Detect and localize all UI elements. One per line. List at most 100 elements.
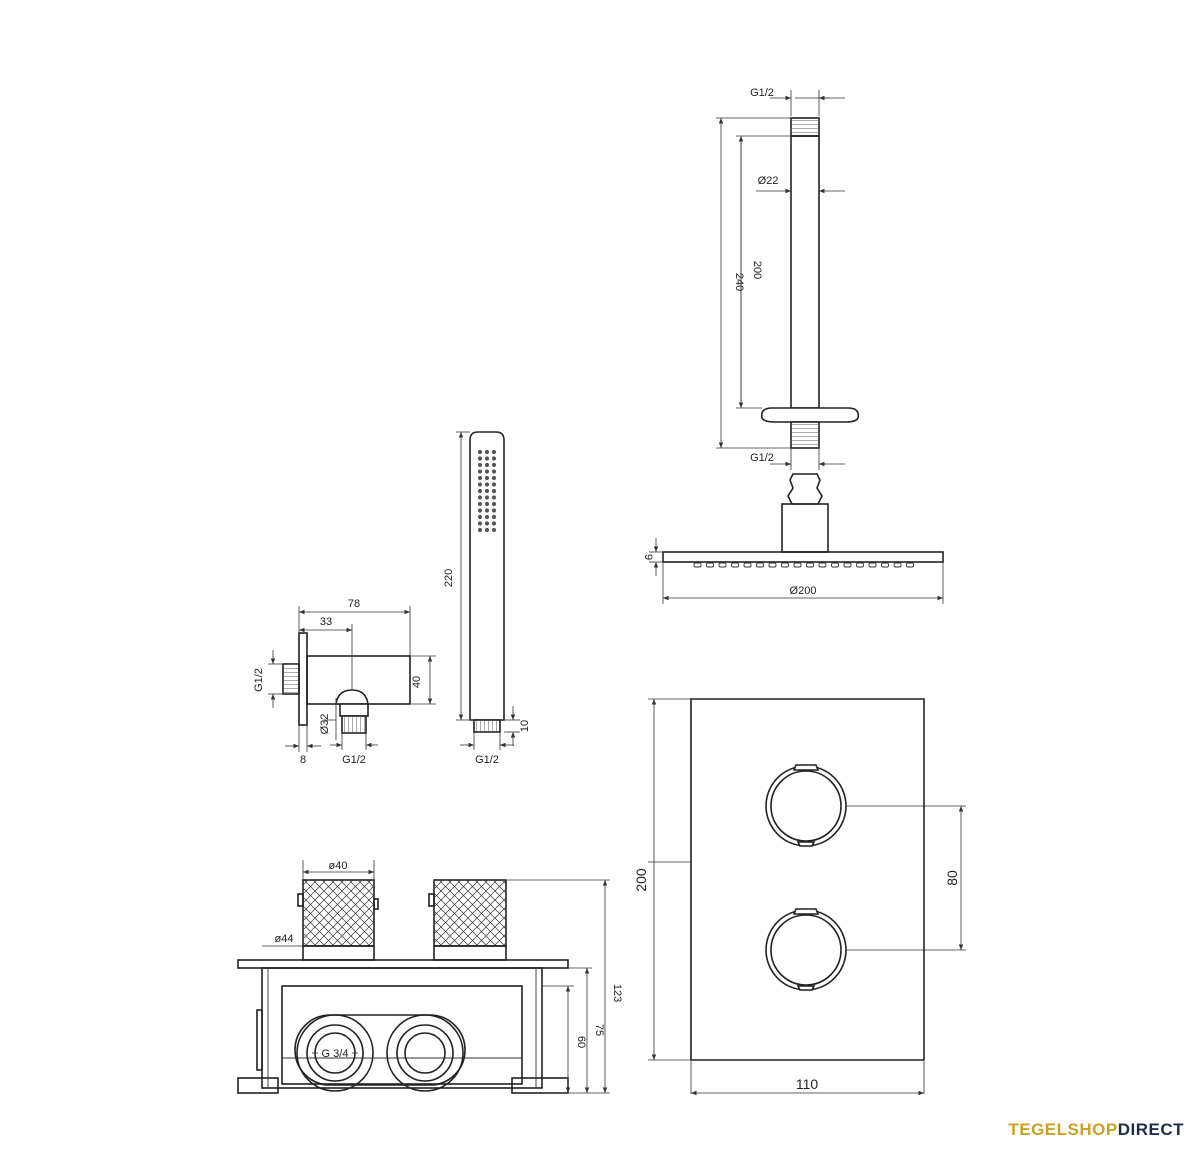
head-nozzle — [818, 562, 827, 568]
arm-thread-bottom-label: G1/2 — [750, 452, 774, 464]
hand-nozzle — [484, 488, 490, 494]
hand-nozzle — [491, 495, 497, 500]
foot-right — [511, 1077, 569, 1094]
hand-nozzle — [477, 508, 483, 513]
head-nozzle — [743, 562, 752, 568]
elbow-outlet-ring — [339, 703, 369, 717]
head-dia-label: Ø200 — [790, 585, 817, 597]
knob-spacing-label: 80 — [944, 870, 960, 886]
hand-len-label: 220 — [443, 569, 455, 587]
hand-nozzle — [484, 462, 490, 468]
head-height-label: 9 — [642, 554, 654, 560]
arm-dia-label: Ø22 — [758, 175, 779, 187]
body-dimensions: ø40 ø44 123 75 60 — [262, 860, 623, 1094]
hand-nozzle — [477, 456, 483, 461]
rosette-left — [302, 945, 375, 961]
hand-nozzle — [484, 508, 490, 513]
hand-nozzle — [491, 521, 497, 526]
head-nozzle — [756, 562, 764, 568]
head-nozzle — [718, 562, 727, 568]
plate-lower — [690, 698, 925, 1061]
hand-nozzle — [477, 495, 483, 500]
hand-nozzle — [477, 501, 483, 507]
knob-left-pin-right — [373, 898, 379, 910]
knob-upper-inner — [770, 770, 842, 842]
head-neck — [781, 503, 829, 553]
knob-upper-outer — [765, 765, 847, 847]
rosette-dia-label: ø44 — [275, 933, 294, 945]
hand-dimensions: 220 10 G1/2 — [443, 431, 531, 766]
box-depth-75-label: 75 — [593, 1024, 605, 1036]
hand-nozzle — [491, 449, 497, 455]
thermostat-plate — [765, 764, 847, 991]
hand-nozzle — [491, 475, 497, 481]
arm-len-200-label: 200 — [751, 261, 763, 279]
hand-nozzle — [477, 488, 483, 494]
hand-nozzle — [484, 482, 490, 487]
hand-nozzle — [484, 514, 490, 520]
hand-nozzle — [491, 527, 497, 533]
hand-nozzle — [491, 514, 497, 520]
ball-joint — [787, 473, 823, 505]
elbow-offset-label: 33 — [320, 616, 332, 628]
elbow-dimensions: 78 33 G1/2 40 Ø32 8 G1/2 — [253, 598, 436, 766]
concealed-body: G 3/4 — [237, 879, 569, 1094]
shower-head-plate — [662, 551, 944, 563]
brand-logo: TEGELSHOPDIRECT — [1008, 1120, 1184, 1140]
head-nozzle — [768, 562, 777, 568]
brand-logo-part1: TEGELSHOP — [1008, 1120, 1118, 1139]
knob-right-pin — [428, 893, 435, 907]
head-nozzle — [693, 562, 702, 568]
elbow-outlet-cap — [335, 689, 369, 705]
plate-dimensions: 200 80 110 — [633, 698, 966, 1096]
head-nozzle — [868, 562, 877, 568]
hand-nozzle — [477, 475, 483, 481]
hand-thread-len-label: 10 — [519, 720, 531, 732]
elbow-height-label: 40 — [411, 676, 423, 688]
foot-left — [237, 1077, 279, 1094]
hand-nozzle — [484, 501, 490, 507]
arm-dimensions: G1/2 Ø22 200 240 G1/2 9 Ø200 — [642, 87, 944, 604]
hand-shower-nozzles — [477, 449, 497, 533]
box-side-tab — [256, 1009, 263, 1071]
wall-elbow — [282, 632, 411, 734]
knob-lower-outer — [765, 909, 847, 991]
head-nozzle — [906, 562, 914, 568]
inlet-thread-label: G 3/4 — [322, 1048, 349, 1060]
head-nozzle — [806, 562, 814, 568]
plate-upper-outline — [690, 698, 925, 862]
elbow-flange — [298, 632, 308, 726]
hand-nozzle — [491, 508, 497, 513]
rosette-right — [433, 945, 507, 961]
head-nozzle — [781, 562, 789, 568]
head-nozzle — [893, 562, 902, 568]
inlet-right-mid — [396, 1024, 454, 1082]
knob-upper-tab-top — [792, 764, 820, 771]
head-nozzles — [693, 562, 914, 568]
arm-len-240-label: 240 — [733, 273, 745, 291]
hand-nozzle — [484, 456, 490, 461]
head-nozzle — [793, 562, 802, 568]
head-nozzle — [706, 562, 714, 568]
inlet-right-outer — [386, 1014, 464, 1092]
knob-upper-tab-bottom — [796, 841, 816, 847]
hand-nozzle — [477, 482, 483, 487]
elbow-thread-in-label: G1/2 — [253, 668, 265, 692]
hand-nozzle — [491, 482, 497, 487]
head-nozzle — [856, 562, 864, 568]
hand-nozzle — [484, 527, 490, 533]
knob-left-pin — [297, 893, 304, 907]
brand-logo-part2: DIRECT — [1117, 1120, 1184, 1139]
elbow-dia-label: Ø32 — [319, 714, 331, 735]
head-nozzle — [843, 562, 852, 568]
arm-rosette — [760, 407, 860, 423]
head-nozzle — [731, 562, 739, 568]
head-nozzle — [831, 562, 839, 568]
hand-nozzle — [484, 469, 490, 474]
head-nozzle — [881, 562, 889, 568]
hand-nozzle — [477, 469, 483, 474]
hand-nozzle — [484, 495, 490, 500]
hand-nozzle — [477, 449, 483, 455]
hand-nozzle — [484, 521, 490, 526]
knob-lower-inner — [770, 914, 842, 986]
